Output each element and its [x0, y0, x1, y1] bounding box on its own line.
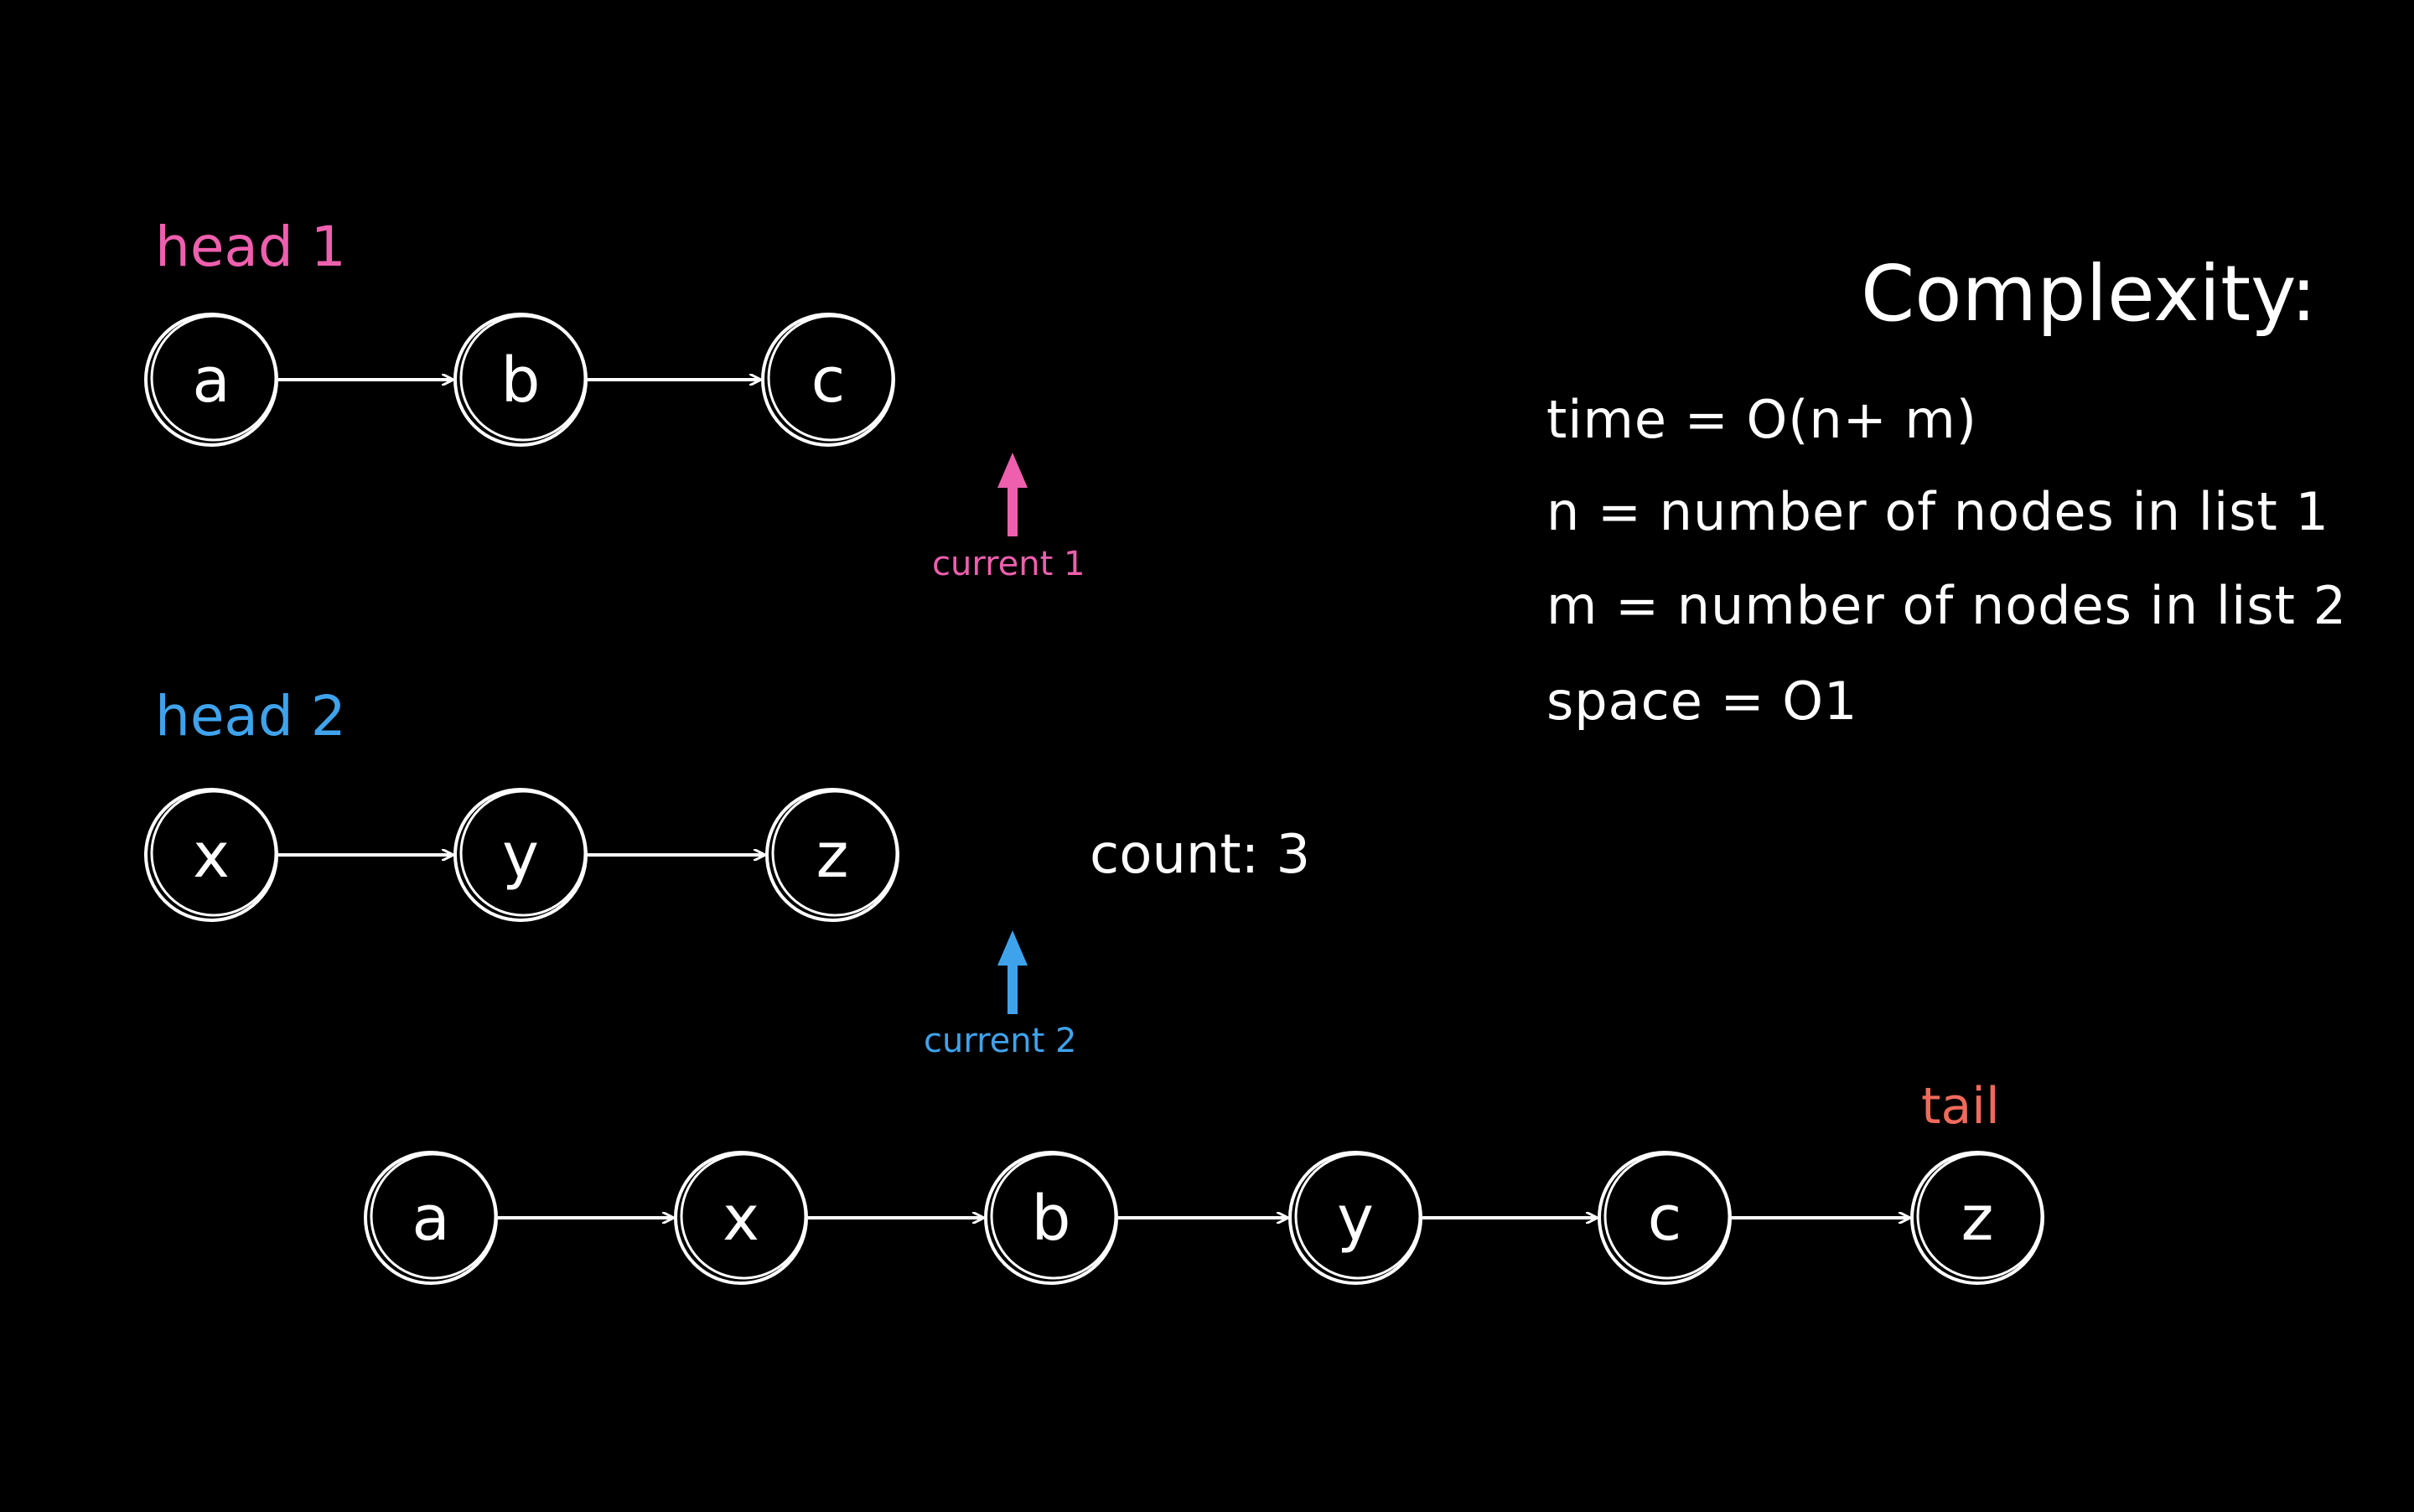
complexity-time: time = O(n+ m) — [1546, 389, 1977, 450]
head-1-label: head 1 — [155, 215, 346, 279]
current-2-arrow — [997, 930, 1028, 1014]
list2-node-label: x — [193, 820, 230, 892]
merged-node-label: b — [1032, 1183, 1071, 1255]
list2-node-label: y — [502, 820, 539, 892]
list2-node-2: y — [453, 788, 588, 922]
merged-node-3: b — [984, 1151, 1118, 1285]
complexity-n-definition: n = number of nodes in list 1 — [1546, 481, 2329, 542]
list2-node-1: x — [144, 788, 278, 922]
count-label: count: 3 — [1090, 824, 1311, 886]
tail-label: tail — [1921, 1077, 2000, 1136]
current-2-label: current 2 — [924, 1022, 1077, 1060]
list1-node-1: a — [144, 313, 278, 447]
list2-node-3: z — [765, 788, 899, 922]
list1-node-2: b — [453, 313, 588, 447]
merged-node-1: a — [364, 1151, 498, 1285]
merged-node-4: y — [1288, 1151, 1422, 1285]
complexity-m-definition: m = number of nodes in list 2 — [1546, 575, 2348, 636]
merged-node-label: x — [723, 1183, 759, 1255]
list2-node-label: z — [816, 820, 849, 892]
current-1-label: current 1 — [932, 545, 1085, 583]
merged-node-label: a — [412, 1183, 449, 1255]
merged-node-label: z — [1961, 1183, 1994, 1255]
merged-node-label: c — [1648, 1183, 1682, 1255]
complexity-title: Complexity: — [1861, 249, 2317, 339]
merged-node-6: z — [1910, 1151, 2044, 1285]
complexity-space: space = O1 — [1546, 671, 1858, 732]
merged-node-5: c — [1598, 1151, 1732, 1285]
list1-node-label: a — [192, 344, 230, 417]
list1-node-3: c — [761, 313, 895, 447]
merged-node-label: y — [1337, 1183, 1374, 1255]
merged-node-2: x — [674, 1151, 808, 1285]
current-1-arrow — [997, 453, 1028, 536]
list1-node-label: c — [811, 344, 846, 417]
head-2-label: head 2 — [155, 684, 346, 748]
list1-node-label: b — [501, 344, 541, 417]
